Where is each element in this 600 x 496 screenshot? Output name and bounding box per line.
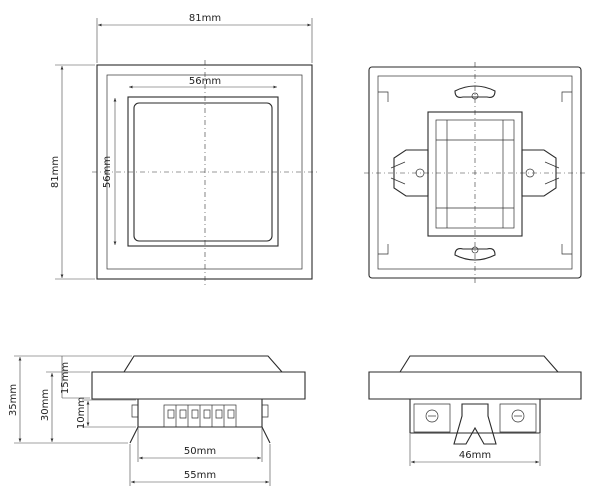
dim-label-key-width: 56mm (189, 76, 221, 87)
right-fixing-claw (521, 149, 557, 197)
rear-view (364, 62, 586, 284)
left-claw-teeth (390, 161, 406, 185)
side-claw-legs (129, 426, 271, 444)
right-claw-teeth (544, 161, 560, 185)
left-claw-screw (415, 168, 425, 178)
terminal-dividers (175, 405, 225, 427)
side-view: 35mm 30mm 15mm 10mm 50mm 55mm (8, 355, 306, 486)
top-slot-hole (471, 92, 479, 100)
top-mount-slot (454, 85, 496, 98)
dim-label-depth-10: 10mm (76, 397, 87, 429)
front-view: 81mm 81mm 56mm 56mm (50, 13, 318, 285)
dim-label-frame-height: 81mm (50, 156, 61, 188)
dim-label-frame-width: 81mm (189, 13, 221, 24)
right-clamp-screw (511, 409, 525, 423)
dim-label-total-depth: 35mm (8, 384, 19, 416)
bottom-slot-hole (471, 246, 479, 254)
right-clamp (499, 403, 537, 433)
end-mechanism (409, 399, 541, 434)
key-outer (127, 96, 279, 247)
left-clamp (413, 403, 451, 433)
dim-label-key-height: 56mm (102, 156, 113, 188)
end-key-rocker (399, 355, 559, 373)
dim-label-width-50: 50mm (184, 446, 216, 457)
dim-label-width-46: 46mm (459, 450, 491, 461)
right-claw-screw (525, 168, 535, 178)
left-clamp-screw (425, 409, 439, 423)
bottom-mount-slot (454, 248, 496, 261)
dim-label-depth-30: 30mm (40, 389, 51, 421)
center-bracket (453, 403, 497, 445)
mechanism-inner (435, 119, 515, 229)
dim-label-depth-15: 15mm (60, 362, 71, 394)
end-view: 46mm (368, 355, 582, 466)
left-fixing-claw (393, 149, 429, 197)
terminal-screws (167, 409, 235, 419)
corner-ribs (378, 91, 572, 255)
dim-label-width-55: 55mm (184, 470, 216, 481)
side-key-rocker (123, 355, 283, 373)
side-frame-plate (91, 371, 306, 400)
end-frame-plate (368, 371, 582, 400)
side-claws (131, 404, 269, 418)
